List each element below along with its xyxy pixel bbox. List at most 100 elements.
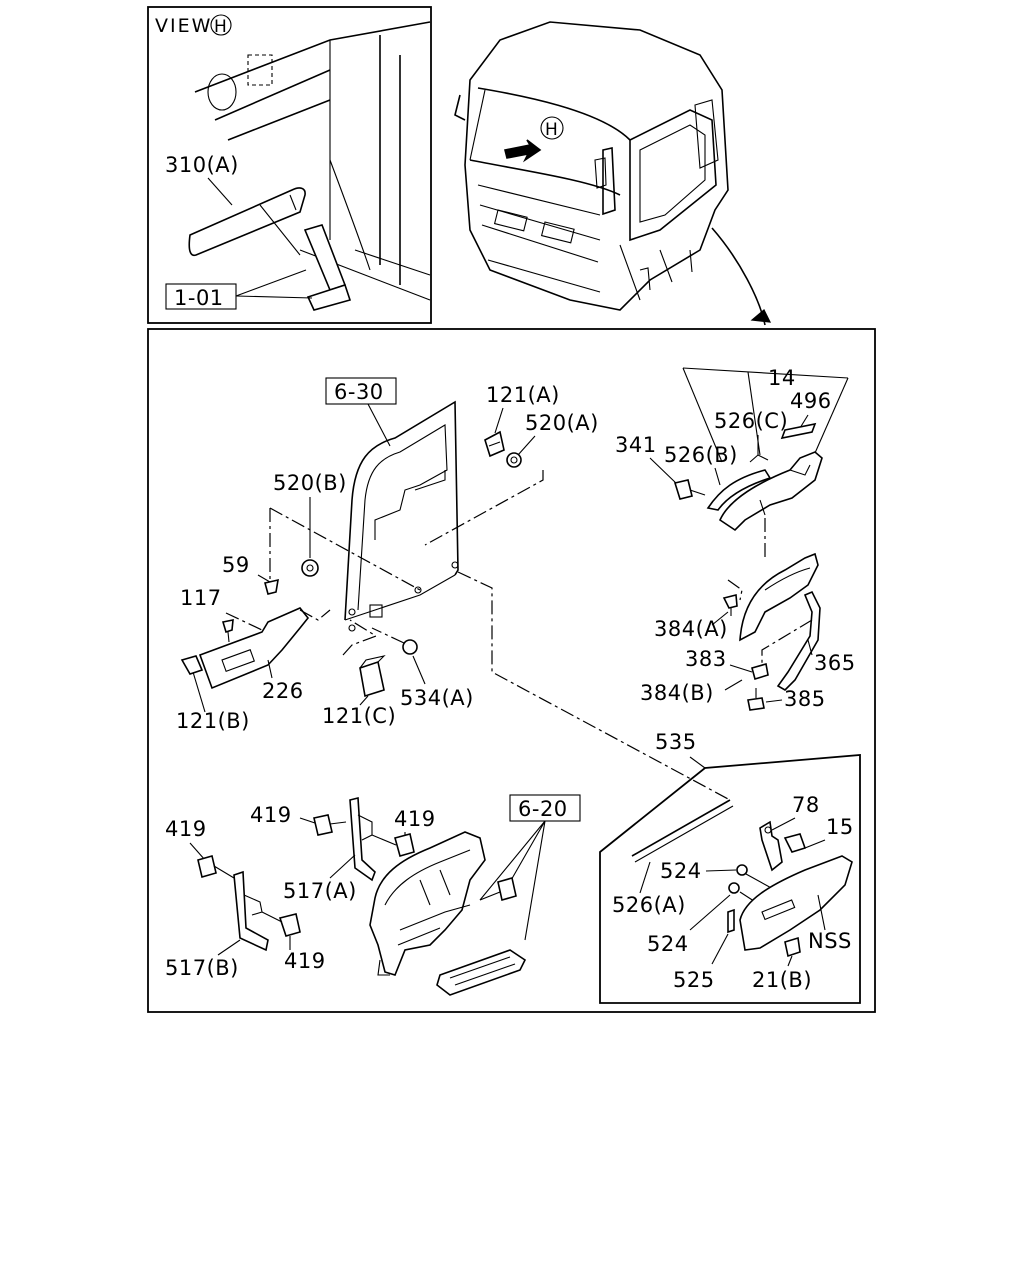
grille xyxy=(540,221,575,244)
nss-plate-slot xyxy=(761,899,796,921)
leader-525 xyxy=(711,933,729,965)
label-524b: 524 xyxy=(647,932,689,956)
view-inset-title: VIEW xyxy=(155,15,212,37)
leader-121c xyxy=(359,695,369,706)
label-383: 383 xyxy=(685,647,727,671)
leader-6-30 xyxy=(367,403,391,447)
part-419-bolt-b xyxy=(394,833,415,857)
bracket-226 xyxy=(198,607,310,690)
part-517a-bracket xyxy=(349,796,376,882)
part-520b-nut xyxy=(301,559,319,577)
ref-box-6-30 xyxy=(325,377,397,405)
label-535: 535 xyxy=(655,730,697,754)
door-frame-outer xyxy=(344,400,459,621)
mirror xyxy=(602,147,616,216)
door-frame-group: 6-30 xyxy=(325,377,459,632)
label-419-top: 419 xyxy=(250,803,292,827)
label-117: 117 xyxy=(180,586,222,610)
label-14: 14 xyxy=(768,366,796,390)
part-524b-nut xyxy=(728,882,740,894)
part-534a-nut xyxy=(402,639,418,655)
headlight-left xyxy=(493,209,528,232)
part-15-screw xyxy=(783,833,807,853)
part-419-bolt-a xyxy=(313,814,333,836)
leader-14-bar xyxy=(682,367,849,379)
leader-496 xyxy=(799,414,809,429)
leader-385 xyxy=(765,699,783,703)
leader-384a xyxy=(711,611,729,626)
leader-14-right xyxy=(814,377,849,454)
inset-grommet xyxy=(207,73,237,111)
view-inset-marker: H xyxy=(214,17,227,37)
windshield-top xyxy=(477,87,631,141)
label-6-20: 6-20 xyxy=(518,797,568,821)
label-419-bottom: 419 xyxy=(284,949,326,973)
leader-419-left xyxy=(189,842,206,861)
part-383-nut xyxy=(751,662,769,681)
label-384b: 384(B) xyxy=(640,681,714,705)
label-341: 341 xyxy=(615,433,657,457)
main-detail-frame xyxy=(147,328,876,1013)
leader-526a xyxy=(639,861,651,894)
cab-door-window xyxy=(629,109,717,242)
leader-524b xyxy=(689,894,731,931)
label-1-01: 1-01 xyxy=(174,286,224,310)
leader-524a xyxy=(705,869,737,872)
part-517b-bracket xyxy=(233,870,269,952)
label-365: 365 xyxy=(814,651,856,675)
label-520b: 520(B) xyxy=(273,471,347,495)
part-59-clip xyxy=(264,578,279,595)
label-419-right: 419 xyxy=(394,807,436,831)
part-121c-block xyxy=(359,660,385,698)
cab-marker-circle xyxy=(540,116,564,140)
part-384a-screw xyxy=(722,593,738,609)
part-520a-nut xyxy=(506,452,522,468)
label-21b: 21(B) xyxy=(752,968,812,992)
label-526a: 526(A) xyxy=(612,893,686,917)
leader-14-left xyxy=(682,367,723,463)
part-525-clip xyxy=(727,908,735,934)
door-frame-inner xyxy=(357,424,448,611)
label-121a: 121(A) xyxy=(486,383,560,407)
cab-marker: H xyxy=(545,120,558,140)
leader-384b xyxy=(724,679,743,691)
part-121b-bolt xyxy=(180,655,204,675)
part-14-garnish xyxy=(718,451,823,532)
label-526c: 526(C) xyxy=(714,409,788,433)
leader-1-01 xyxy=(235,269,313,299)
leader-520a xyxy=(517,435,536,456)
leader-383 xyxy=(729,664,753,673)
cab-outline xyxy=(464,21,729,311)
inset-panel-outline xyxy=(247,54,273,86)
label-310a: 310(A) xyxy=(165,153,239,177)
door-hinge xyxy=(369,604,383,618)
label-517a: 517(A) xyxy=(283,879,357,903)
part-341-screw xyxy=(673,479,693,500)
part-step-housing xyxy=(369,831,486,976)
cab-rear-window xyxy=(694,99,719,169)
view-arrow xyxy=(504,139,542,163)
part-117-screw xyxy=(221,619,234,634)
label-419-left: 419 xyxy=(165,817,207,841)
view-inset-drawing xyxy=(188,21,431,311)
detail-box: 535 526(A) 78 15 524 524 NSS 525 xyxy=(599,730,861,1004)
label-496: 496 xyxy=(790,389,832,413)
link-534a xyxy=(371,627,405,644)
view-inset-frame xyxy=(147,6,432,324)
part-365-stay xyxy=(776,590,821,691)
detail-arrow xyxy=(711,227,766,326)
label-517b: 517(B) xyxy=(165,956,239,980)
part-21b-clip xyxy=(784,936,801,958)
leader-121a xyxy=(494,407,504,434)
floor-mat-310a xyxy=(188,187,306,257)
link-520a xyxy=(424,470,544,546)
leader-121b xyxy=(192,671,206,713)
label-226: 226 xyxy=(262,679,304,703)
part-419-bolt-c xyxy=(197,855,217,878)
part-419-bolt-d xyxy=(278,913,301,937)
label-nss: NSS xyxy=(808,929,852,953)
part-526b-seal xyxy=(706,469,772,511)
leader-419-top xyxy=(299,817,316,824)
windshield-bottom xyxy=(469,159,621,196)
